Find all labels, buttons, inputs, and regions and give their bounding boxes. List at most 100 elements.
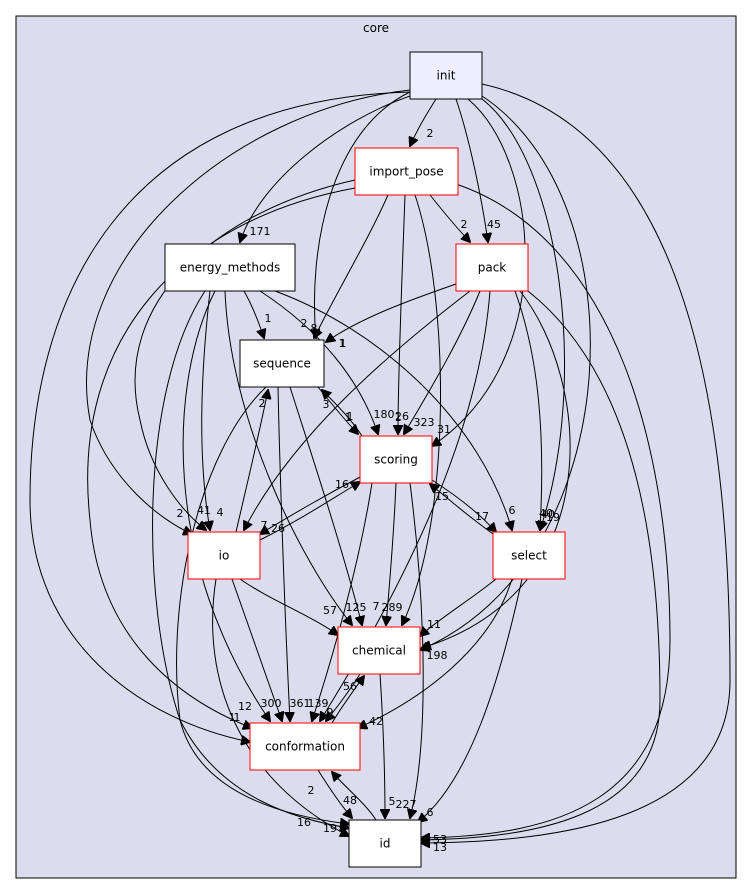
edge-label: 26: [395, 410, 409, 423]
edge-line: [86, 89, 411, 534]
edge-import_pose-to-id: [421, 183, 671, 838]
edge-select-to-scoring: [430, 484, 497, 537]
edge-label: 2: [427, 127, 434, 140]
edge-line: [231, 578, 282, 721]
edge-label: 16: [297, 816, 311, 829]
edge-line: [224, 290, 352, 625]
edge-line: [289, 386, 362, 625]
edge-label: 7: [373, 600, 380, 613]
node-label: energy_methods: [180, 261, 280, 275]
edge-label: 19: [323, 822, 337, 835]
node-box[interactable]: [239, 339, 325, 388]
edge-label: 31: [437, 423, 451, 436]
edge-pack-to-sequence: [326, 283, 457, 342]
edge-line: [332, 772, 377, 821]
edge-energy_methods-to-chemical: [224, 290, 352, 625]
edge-line: [481, 98, 565, 530]
edge-init-to-sequence: [314, 91, 411, 338]
node-box[interactable]: [164, 243, 296, 292]
edge-pack-to-io: [244, 290, 471, 530]
edge-energy_methods-to-conformation: [182, 290, 270, 721]
edge-label: 40: [539, 507, 553, 520]
edge-label: 13: [433, 841, 447, 854]
edge-label: 227: [396, 798, 417, 811]
node-box[interactable]: [359, 435, 433, 484]
edge-scoring-to-conformation: [312, 482, 373, 721]
node-pack[interactable]: pack: [455, 243, 529, 292]
edge-line: [418, 578, 523, 822]
edge-label: 56: [343, 680, 357, 693]
edge-io-to-conformation: [231, 578, 282, 721]
node-box[interactable]: [354, 147, 459, 196]
node-scoring[interactable]: scoring: [359, 435, 433, 484]
edge-label: 16: [335, 478, 349, 491]
edge-sequence-to-chemical: [289, 386, 362, 625]
edge-line: [410, 98, 437, 146]
edge-select-to-id: [418, 578, 523, 822]
edge-label: 8: [311, 322, 318, 335]
edge-line: [431, 479, 496, 532]
edge-init-to-import_pose: [410, 98, 437, 146]
edge-import_pose-to-conformation: [87, 187, 356, 728]
edge-label: 17: [475, 510, 489, 523]
edge-label: 2: [259, 397, 266, 410]
edge-pack-to-id: [421, 290, 661, 840]
node-box[interactable]: [337, 626, 421, 675]
edge-line: [87, 187, 356, 728]
edge-line: [314, 91, 411, 338]
node-conformation[interactable]: conformation: [249, 722, 361, 771]
edge-label: 125: [346, 601, 367, 614]
node-label: chemical: [352, 644, 406, 658]
edge-line: [420, 578, 497, 636]
edge-pack-to-select: [514, 290, 542, 530]
edge-line: [398, 194, 406, 434]
edge-line: [201, 290, 210, 530]
edge-line: [430, 484, 497, 537]
edge-select-to-conformation: [358, 578, 513, 728]
edge-label: 361: [290, 697, 311, 710]
edge-import_pose-to-scoring: [398, 194, 406, 434]
node-box[interactable]: [409, 51, 483, 100]
edge-line: [421, 290, 661, 840]
node-box[interactable]: [187, 531, 261, 580]
cluster-label: core: [363, 21, 389, 35]
node-select[interactable]: select: [492, 531, 566, 580]
edge-label: 57: [323, 604, 337, 617]
edge-line: [331, 676, 364, 724]
node-box[interactable]: [492, 531, 566, 580]
node-box[interactable]: [348, 819, 422, 868]
node-label: pack: [478, 261, 507, 275]
edge-label: 1: [265, 312, 272, 325]
edge-label: 53: [433, 833, 447, 846]
edge-line: [404, 290, 481, 434]
node-init[interactable]: init: [409, 51, 483, 100]
edge-label: 198: [427, 649, 448, 662]
node-box[interactable]: [455, 243, 529, 292]
edge-line: [326, 283, 457, 342]
nodes: init import_pose energy_methods pack sequenc…: [164, 51, 566, 868]
edge-init-to-id: [421, 83, 731, 843]
edge-init-to-pack: [455, 98, 488, 242]
node-import-pose[interactable]: import_pose: [354, 147, 459, 196]
edge-line: [260, 475, 363, 534]
edge-energy_methods-to-sequence: [243, 290, 264, 338]
node-id[interactable]: id: [348, 819, 422, 868]
edge-scoring-to-select: [431, 479, 496, 532]
edge-line: [422, 290, 571, 648]
node-io[interactable]: io: [187, 531, 261, 580]
edge-scoring-to-chemical: [386, 482, 397, 625]
node-box[interactable]: [249, 722, 361, 771]
edge-line: [277, 386, 290, 721]
edge-label: 26: [271, 522, 285, 535]
edge-line: [379, 673, 385, 818]
edge-line: [259, 290, 378, 434]
node-label: import_pose: [369, 165, 443, 179]
edge-init-to-chemical: [420, 95, 591, 650]
node-energy-methods[interactable]: energy_methods: [164, 243, 296, 292]
edge-scoring-to-io: [260, 475, 363, 534]
edge-io-to-chemical: [239, 578, 338, 635]
node-chemical[interactable]: chemical: [337, 626, 421, 675]
node-sequence[interactable]: sequence: [239, 339, 325, 388]
edge-line: [274, 290, 512, 530]
